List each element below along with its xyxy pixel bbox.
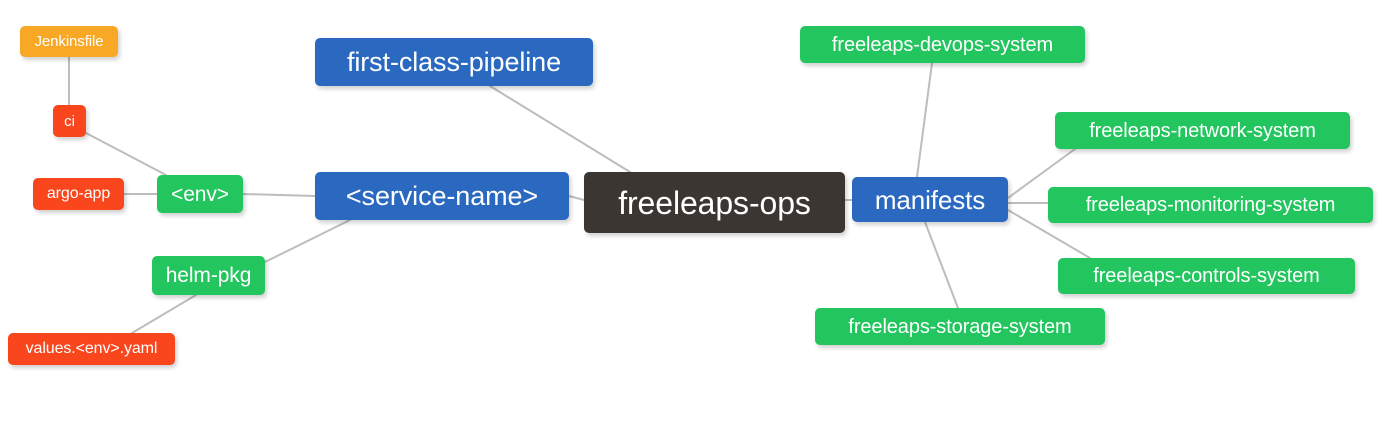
node-service-name[interactable]: <service-name>: [315, 172, 569, 220]
edge-service-name-to-freeleaps-ops: [568, 195, 585, 201]
edge-manifests-to-freeleaps-devops-system: [916, 62, 933, 178]
edge-ci-to-env: [85, 132, 167, 176]
node-freeleaps-storage-system[interactable]: freeleaps-storage-system: [815, 308, 1105, 345]
edge-service-name-to-helm-pkg: [264, 219, 351, 263]
node-label: Jenkinsfile: [34, 33, 104, 50]
node-freeleaps-ops[interactable]: freeleaps-ops: [584, 172, 845, 233]
node-label: freeleaps-devops-system: [831, 33, 1054, 56]
node-freeleaps-monitoring-system[interactable]: freeleaps-monitoring-system: [1048, 187, 1373, 223]
node-freeleaps-devops-system[interactable]: freeleaps-devops-system: [800, 26, 1085, 63]
node-label: <service-name>: [345, 180, 539, 211]
node-label: freeleaps-monitoring-system: [1085, 194, 1336, 216]
edge-env-to-service-name: [242, 193, 316, 197]
node-label: values.<env>.yaml: [25, 340, 158, 357]
edge-manifests-to-freeleaps-storage-system: [924, 221, 959, 309]
node-values-env-yaml[interactable]: values.<env>.yaml: [8, 333, 175, 365]
node-label: argo-app: [46, 185, 111, 202]
edge-first-class-pipeline-to-freeleaps-ops: [489, 85, 631, 173]
node-label: <env>: [171, 182, 229, 206]
node-env[interactable]: <env>: [157, 175, 243, 213]
node-label: freeleaps-network-system: [1089, 119, 1316, 142]
node-argo-app[interactable]: argo-app: [33, 178, 124, 210]
node-label: ci: [64, 112, 75, 130]
node-helm-pkg[interactable]: helm-pkg: [152, 256, 265, 295]
node-jenkinsfile[interactable]: Jenkinsfile: [20, 26, 118, 57]
node-label: freeleaps-ops: [618, 184, 811, 221]
node-label: helm-pkg: [165, 264, 252, 287]
node-freeleaps-network-system[interactable]: freeleaps-network-system: [1055, 112, 1350, 149]
node-label: manifests: [874, 184, 986, 215]
node-label: first-class-pipeline: [346, 46, 562, 77]
node-label: freeleaps-storage-system: [848, 315, 1072, 338]
node-freeleaps-controls-system[interactable]: freeleaps-controls-system: [1058, 258, 1355, 294]
node-first-class-pipeline[interactable]: first-class-pipeline: [315, 38, 593, 86]
node-manifests[interactable]: manifests: [852, 177, 1008, 222]
node-label: freeleaps-controls-system: [1093, 265, 1320, 287]
edge-helm-pkg-to-values-env-yaml: [131, 294, 197, 334]
node-ci[interactable]: ci: [53, 105, 86, 137]
